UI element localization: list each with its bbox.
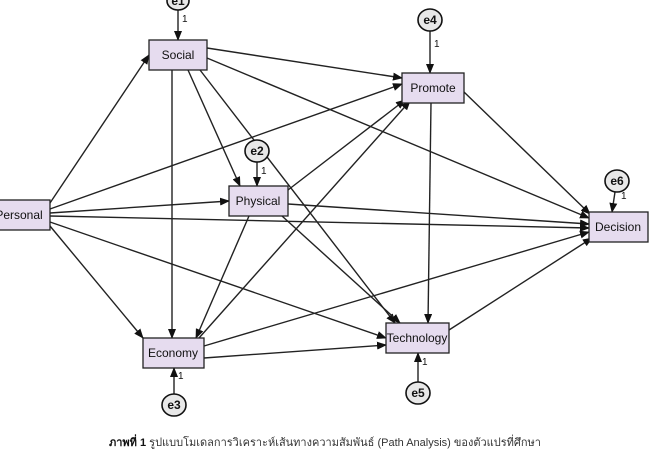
node-physical-box [228,185,289,217]
error-e1: e1 1 [166,0,190,25]
error-e5-label: e5 [411,386,425,400]
arrow-economy-technology [203,341,387,359]
error-e2: e2 1 [244,139,270,177]
figure-caption: ภาพที่ 1 รูปแบบโมเดลการวิเคราะห์เส้นทางค… [0,433,650,451]
arrow-personal-social [49,54,150,204]
arrow-social-decision [206,57,590,219]
error-e5: e5 1 [405,357,431,405]
arrow-personal-technology [49,221,387,339]
arrow-personal-economy [49,225,144,339]
arrow-social-physical [187,69,241,187]
error-e6-weight: 1 [621,191,627,202]
arrow-physical-economy [195,215,250,339]
error-e3-label: e3 [167,398,181,412]
node-physical: Physical [228,185,289,217]
error-e2-circle [244,139,270,163]
node-social-box [148,39,208,71]
error-e5-circle [405,381,431,405]
error-e5-weight: 1 [422,357,428,368]
path-edges [49,10,618,394]
figure-caption-prefix: ภาพที่ 1 [108,437,147,449]
node-social-label: Social [162,48,195,62]
error-e3-weight: 1 [178,371,184,382]
arrow-technology-decision [448,237,593,331]
error-e6-circle [604,169,630,193]
error-e3-circle [161,393,187,417]
arrow-personal-promote [49,83,403,210]
error-e2-weight: 1 [261,166,267,177]
arrow-economy-decision [203,230,590,347]
node-personal: Personal [0,199,51,231]
arrow-personal-physical [49,197,230,214]
arrow-personal-decision [49,215,590,232]
arrow-physical-technology [281,215,401,324]
error-e6: e6 1 [604,169,630,202]
node-decision: Decision [588,211,649,243]
arrow-promote-decision [463,91,591,215]
error-e4: e4 1 [417,8,443,50]
error-e1-weight: 1 [182,14,188,25]
error-e4-label: e4 [423,13,437,27]
node-economy-label: Economy [148,346,198,360]
node-promote: Promote [401,72,465,104]
node-technology: Technology [385,322,450,354]
error-e3: e3 1 [161,371,187,417]
arrow-economy-promote [198,100,411,339]
arrow-physical-promote [287,99,406,191]
error-e1-circle [166,0,190,11]
arrow-promote-technology [424,102,433,324]
node-decision-box [588,211,649,243]
arrow-social-promote [206,47,403,81]
node-personal-label: Personal [0,208,43,222]
error-e1-label: e1 [171,0,185,8]
error-e6-label: e6 [610,174,624,188]
node-economy-box [142,337,205,369]
arrow-e6-decision [609,191,618,213]
figure-caption-text: รูปแบบโมเดลการวิเคราะห์เส้นทางความสัมพัน… [149,437,541,449]
node-promote-box [401,72,465,104]
node-economy: Economy [142,337,205,369]
arrow-physical-decision [287,203,590,228]
node-technology-box [385,322,450,354]
arrow-social-technology [199,69,396,324]
node-decision-label: Decision [595,220,641,234]
node-personal-box [0,199,51,231]
node-technology-label: Technology [387,331,448,345]
error-e4-weight: 1 [434,39,440,50]
node-social: Social [148,39,208,71]
node-physical-label: Physical [236,194,281,208]
node-promote-label: Promote [410,81,456,95]
error-e4-circle [417,8,443,32]
error-e2-label: e2 [250,144,264,158]
